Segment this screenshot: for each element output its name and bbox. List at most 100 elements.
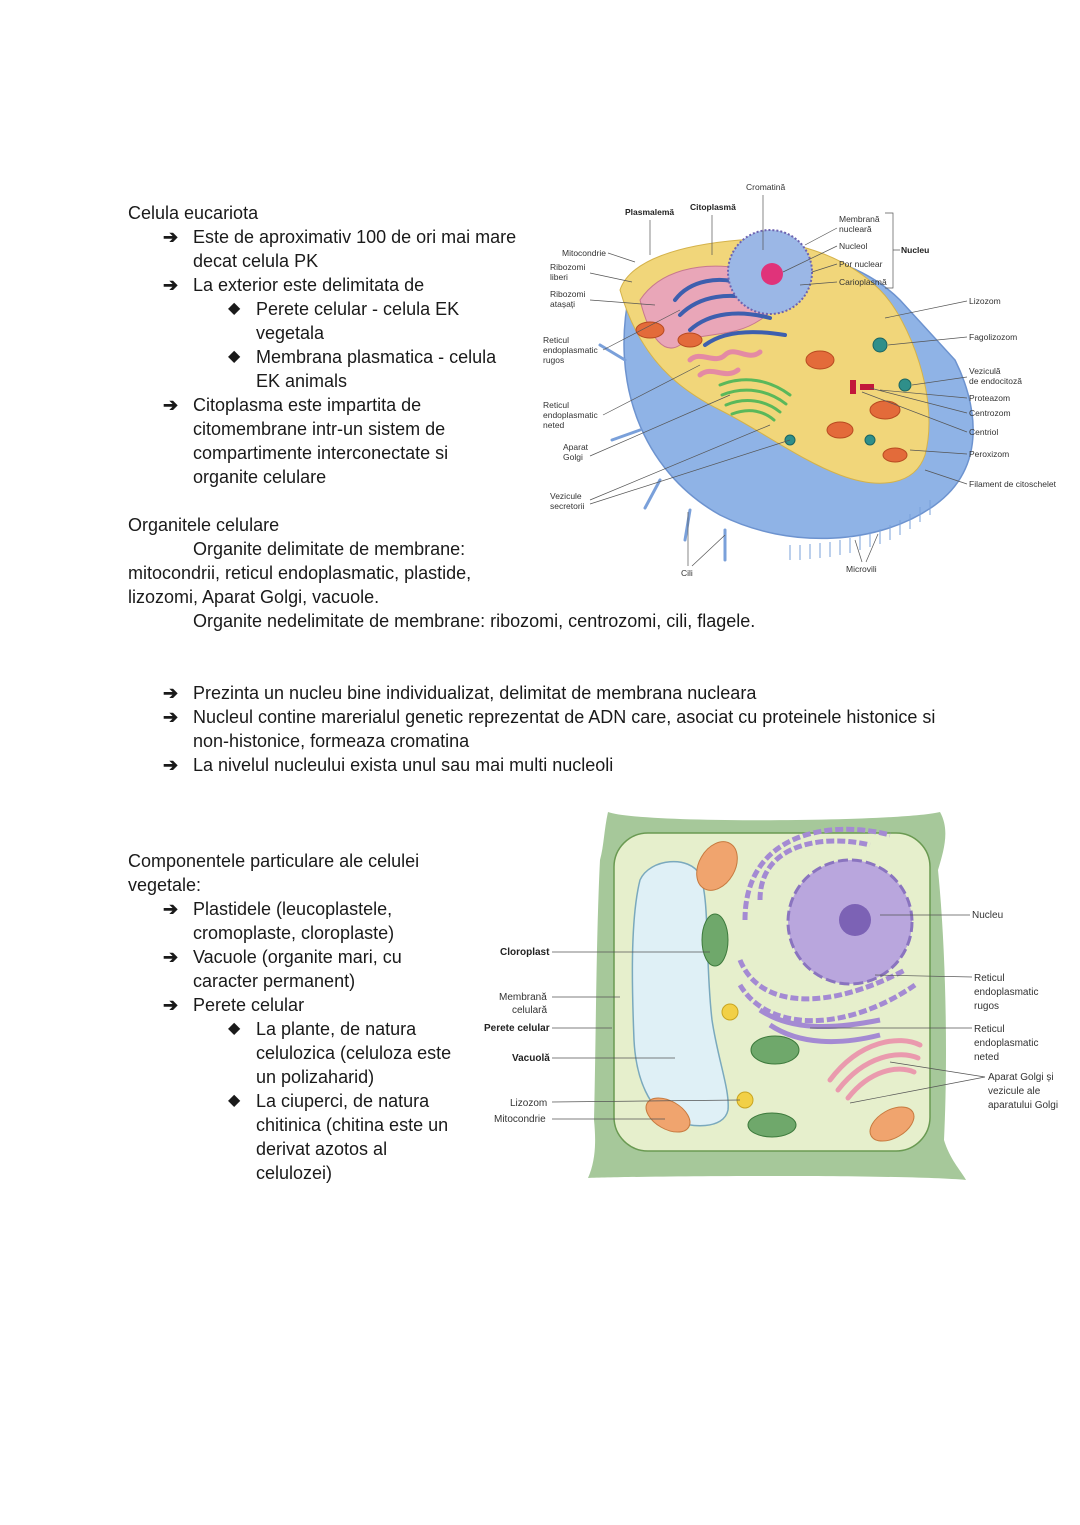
label-rer-1: Reticul — [974, 973, 1005, 984]
bullet-nucleoli: ➔ La nivelul nucleului exista unul sau m… — [163, 753, 963, 777]
vesicles — [784, 337, 912, 446]
label-golgi-1: Aparat Golgi și — [988, 1072, 1054, 1083]
arrow-icon: ➔ — [163, 899, 179, 919]
label-centrozom: Centrozom — [969, 408, 1011, 418]
subbullet-membrana-text: Membrana plasmatica - celula EK animals — [256, 347, 497, 391]
plant-mitochondria — [645, 841, 915, 1142]
subbullet-membrana: ◆ Membrana plasmatica - celula EK animal… — [228, 345, 518, 393]
label-peroxizom: Peroxizom — [969, 449, 1009, 459]
label-ren-3: neted — [974, 1052, 999, 1063]
arrow-icon: ➔ — [163, 995, 179, 1015]
label-ren-2: endoplasmatic — [974, 1038, 1038, 1049]
label-reticul-neted-1: Reticul — [543, 400, 569, 410]
label-reticul-neted-2: endoplasmatic — [543, 410, 599, 420]
label-ribozomi-atasati-1: Ribozomi — [550, 289, 586, 299]
label-vacuola: Vacuolă — [512, 1053, 550, 1064]
label-membrana-celulara-2: celulară — [512, 1005, 547, 1016]
bullet-size: ➔ Este de aproximativ 100 de ori mai mar… — [163, 225, 533, 273]
subbullet-perete: ◆ Perete celular - celula EK vegetala — [228, 297, 518, 345]
label-golgi-2: vezicule ale — [988, 1086, 1041, 1097]
label-proteazom: Proteazom — [969, 393, 1010, 403]
label-aparat-golgi-1: Aparat — [563, 442, 589, 452]
label-lizozom: Lizozom — [969, 296, 1001, 306]
diamond-icon: ◆ — [228, 1020, 241, 1037]
bullet-nucleu: ➔ Prezinta un nucleu bine individualizat… — [163, 681, 963, 705]
label-plant-nucleu: Nucleu — [972, 910, 1003, 921]
arrow-icon: ➔ — [163, 683, 179, 703]
label-citoplasma: Citoplasmă — [690, 202, 736, 212]
arrow-icon: ➔ — [163, 755, 179, 775]
label-rer-3: rugos — [974, 1001, 999, 1012]
label-plant-mitocondrie: Mitocondrie — [494, 1114, 546, 1125]
label-mitocondrie: Mitocondrie — [562, 248, 606, 258]
nucleolus — [761, 263, 783, 285]
bullet-size-text: Este de aproximativ 100 de ori mai mare … — [193, 227, 517, 271]
label-ribozomi-liberi-1: Ribozomi — [550, 262, 586, 272]
label-ribozomi-liberi-2: liberi — [550, 272, 568, 282]
label-reticul-neted-3: neted — [543, 420, 565, 430]
arrow-icon: ➔ — [163, 395, 179, 415]
label-cloroplast: Cloroplast — [500, 947, 550, 958]
diamond-icon: ◆ — [228, 1092, 241, 1109]
label-reticul-rugos-2: endoplasmatic — [543, 345, 599, 355]
bullet-perete-text: Perete celular — [193, 995, 305, 1015]
golgi-apparatus — [718, 378, 792, 422]
subbullet-plante: ◆ La plante, de natura celulozica (celul… — [228, 1017, 468, 1089]
label-cili: Cili — [681, 568, 693, 578]
bullet-nucleoli-text: La nivelul nucleului exista unul sau mai… — [193, 755, 614, 775]
subbullet-perete-text: Perete celular - celula EK vegetala — [256, 299, 460, 343]
label-fagolizozom: Fagolizozom — [969, 332, 1017, 342]
arrow-icon: ➔ — [163, 947, 179, 967]
arrow-icon: ➔ — [163, 275, 179, 295]
bullet-plastide-text: Plastidele (leucoplastele, cromoplaste, … — [193, 899, 395, 943]
bullet-adn: ➔ Nucleul contine marerialul genetic rep… — [163, 705, 963, 753]
bullet-exterior-text: La exterior este delimitata de — [193, 275, 425, 295]
label-microvili: Microvili — [846, 564, 877, 574]
subbullet-ciuperci: ◆ La ciuperci, de natura chitinica (chit… — [228, 1089, 468, 1185]
label-ren-1: Reticul — [974, 1024, 1005, 1035]
arrow-icon: ➔ — [163, 707, 179, 727]
label-membrana-celulara-1: Membrană — [499, 992, 547, 1003]
plant-golgi — [827, 1038, 923, 1101]
label-carioplasma: Carioplasmă — [839, 277, 887, 287]
label-centriol: Centriol — [969, 427, 998, 437]
label-reticul-rugos-1: Reticul — [543, 335, 569, 345]
label-golgi-3: aparatului Golgi — [988, 1100, 1058, 1111]
bullet-citoplasma: ➔ Citoplasma este impartita de citomembr… — [163, 393, 493, 489]
section-organite-title: Organitele celulare — [128, 515, 280, 535]
label-vezicule-1: Vezicule — [550, 491, 582, 501]
chloroplasts — [701, 913, 800, 1138]
bullet-adn-text: Nucleul contine marerialul genetic repre… — [193, 707, 936, 751]
animal-cell-diagram: Cromatină Plasmalemă Citoplasmă Membrană… — [543, 182, 1057, 578]
label-vezicule-2: secretorii — [550, 501, 585, 511]
bullet-nucleu-text: Prezinta un nucleu bine individualizat, … — [193, 683, 757, 703]
arrow-icon: ➔ — [163, 227, 179, 247]
bullet-citoplasma-text: Citoplasma este impartita de citomembran… — [193, 395, 449, 487]
mitochondria — [635, 321, 908, 463]
label-plasmalema: Plasmalemă — [625, 207, 674, 217]
subbullet-ciuperci-text: La ciuperci, de natura chitinica (chitin… — [256, 1091, 449, 1183]
label-aparat-golgi-2: Golgi — [563, 452, 583, 462]
organite-membrane-list: mitocondrii, reticul endoplasmatic, plas… — [128, 563, 472, 607]
label-vezicula-1: Veziculă — [969, 366, 1001, 376]
bullet-vacuole-text: Vacuole (organite mari, cu caracter perm… — [193, 947, 402, 991]
section-eucariota-title: Celula eucariota — [128, 203, 259, 223]
bullet-exterior: ➔ La exterior este delimitata de — [163, 273, 533, 297]
bullet-vacuole: ➔ Vacuole (organite mari, cu caracter pe… — [163, 945, 423, 993]
microvilli — [789, 500, 931, 560]
label-plant-lizozom: Lizozom — [510, 1098, 547, 1109]
label-nucleu: Nucleu — [901, 245, 929, 255]
plant-lysosome — [721, 1003, 739, 1021]
organite-membrane-lead: Organite delimitate de membrane: — [193, 539, 466, 559]
label-perete-celular: Perete celular — [484, 1023, 550, 1034]
plant-nucleolus — [839, 904, 871, 936]
smooth-er — [687, 349, 763, 378]
label-ribozomi-atasati-2: atașați — [550, 299, 575, 309]
label-rer-2: endoplasmatic — [974, 987, 1038, 998]
label-vezicula-2: de endocitoză — [969, 376, 1022, 386]
plant-rough-er — [737, 826, 917, 1024]
bullet-plastide: ➔ Plastidele (leucoplastele, cromoplaste… — [163, 897, 423, 945]
bullet-perete: ➔ Perete celular — [163, 993, 423, 1017]
organite-membrane-paragraph: Organite delimitate de membrane: mitocon… — [128, 537, 508, 609]
